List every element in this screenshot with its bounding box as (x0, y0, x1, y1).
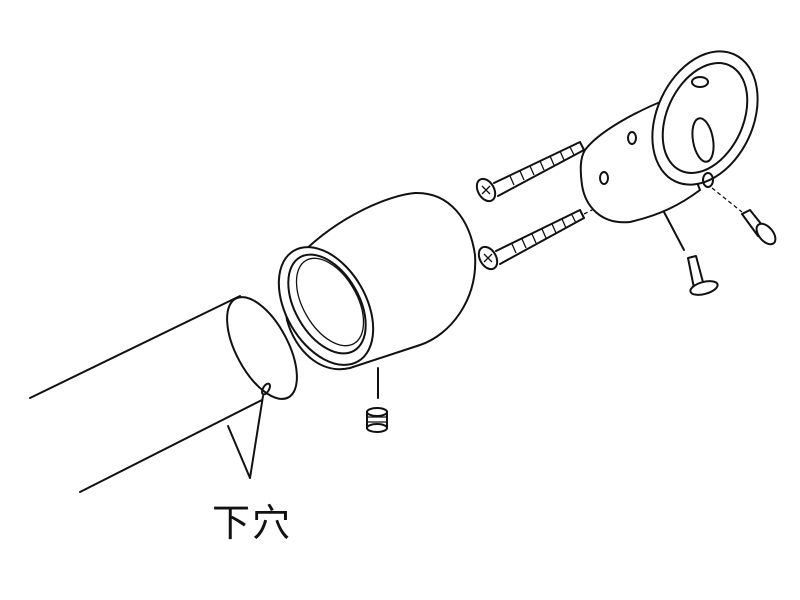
short-screw-lower (687, 255, 719, 296)
wall-bracket (579, 50, 759, 224)
pipe (29, 295, 298, 493)
short-screw-right (741, 209, 777, 246)
end-cap (277, 191, 477, 371)
pilot-hole (261, 382, 271, 396)
bracket-leader-right (711, 187, 743, 213)
bracket-leader-lower (663, 211, 685, 251)
long-screw-lower (477, 209, 585, 271)
callout-leaders (227, 395, 264, 479)
pilot-hole-label: 下穴 (212, 501, 293, 545)
set-screw (366, 407, 388, 433)
long-screw-upper (475, 141, 585, 203)
